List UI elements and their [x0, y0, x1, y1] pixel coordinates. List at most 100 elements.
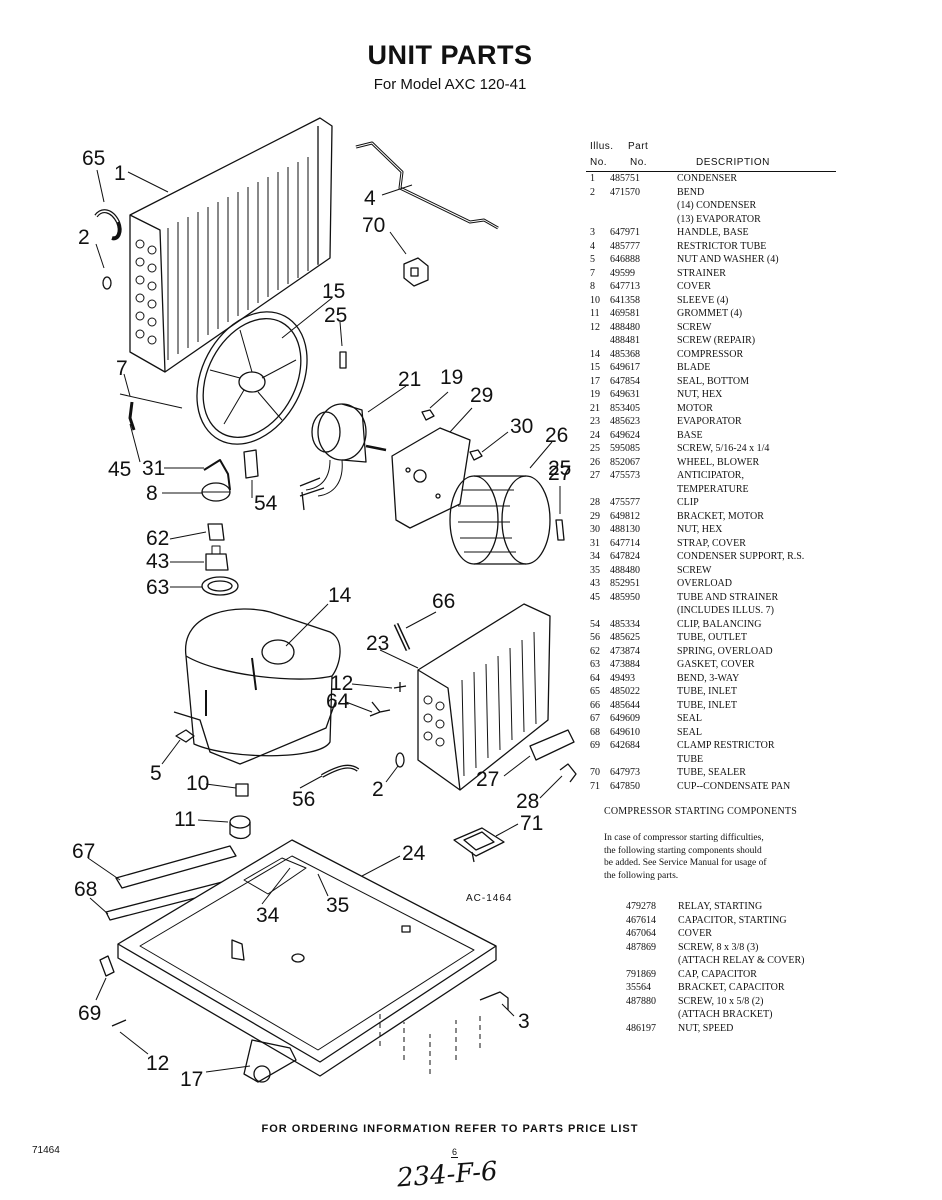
part-no: 485368: [610, 348, 640, 360]
description: SLEEVE (4): [677, 294, 729, 306]
callout-number: 27: [548, 462, 571, 485]
callout-number: 30: [510, 415, 533, 438]
description: SEAL: [677, 713, 702, 724]
illus-no: 2: [590, 186, 595, 198]
description: TUBE, INLET: [677, 699, 737, 711]
part-no: 485777: [610, 240, 640, 252]
callout-number: 10: [186, 772, 209, 795]
description: SPRING, OVERLOAD: [677, 645, 773, 657]
callout-number: 5: [150, 762, 162, 785]
description: SEAL: [677, 726, 702, 738]
ordering-info: FOR ORDERING INFORMATION REFER TO PARTS …: [261, 1123, 639, 1135]
fan-blade: [196, 311, 308, 445]
table-row: TEMPERATURE: [586, 483, 836, 497]
description: BRACKET, MOTOR: [677, 510, 764, 522]
callout-number: 23: [366, 632, 389, 655]
illus-no: 15: [590, 362, 600, 373]
callout-number: 12: [146, 1052, 169, 1075]
description: TUBE, SEALER: [677, 767, 746, 778]
table-row: TUBE: [586, 753, 836, 767]
illus-no: 4: [590, 240, 595, 252]
part-no: 479278: [626, 901, 656, 912]
description: COMPRESSOR: [677, 348, 744, 360]
part-no: 853405: [610, 402, 640, 414]
description: WHEEL, BLOWER: [677, 456, 760, 468]
part-no: 488130: [610, 524, 640, 535]
description: NUT AND WASHER (4): [677, 254, 779, 265]
illus-no: 23: [590, 416, 600, 427]
illus-no: 26: [590, 456, 600, 468]
description: CAP, CAPACITOR: [678, 968, 757, 980]
model-subtitle: For Model AXC 120-41: [373, 76, 527, 93]
callout-number: 26: [545, 424, 568, 447]
illus-no: 27: [590, 470, 600, 481]
callout-number: 7: [116, 357, 128, 380]
description: SCREW: [677, 321, 712, 333]
part-no: 469581: [610, 308, 640, 319]
part-no: 485644: [610, 699, 640, 711]
illus-no: 28: [590, 497, 600, 508]
callout-number: 31: [142, 457, 165, 480]
part-no: 488480: [610, 564, 640, 576]
starting-row: (ATTACH BRACKET): [604, 1008, 844, 1022]
callout-number: 63: [146, 576, 169, 599]
compressor: [173, 608, 341, 765]
header-part-no: No.: [630, 157, 648, 168]
illus-no: 5: [590, 254, 595, 265]
description: MOTOR: [677, 402, 713, 414]
illus-no: 65: [590, 686, 600, 697]
callout-number: 19: [440, 366, 463, 389]
illus-no: 11: [590, 308, 600, 319]
description: SCREW, 5/16-24 x 1/4: [677, 443, 770, 454]
part-no: 852951: [610, 578, 640, 589]
callout-number: 3: [518, 1010, 530, 1033]
description: CLAMP RESTRICTOR: [677, 740, 775, 751]
compressor-note: In case of compressor starting difficult…: [604, 832, 834, 882]
part-no: 647854: [610, 375, 640, 387]
table-row: 21 853405 MOTOR: [586, 402, 836, 416]
illus-no: 21: [590, 402, 600, 414]
illus-no: 35: [590, 564, 600, 576]
callout-number: 70: [362, 214, 385, 237]
callout-number: 62: [146, 527, 169, 550]
description: BLADE: [677, 362, 711, 373]
description: GROMMET (4): [677, 308, 743, 319]
part-no: 467064: [626, 928, 656, 939]
illus-no: 54: [590, 618, 600, 630]
illus-no: 63: [590, 659, 600, 670]
description: BRACKET, CAPACITOR: [678, 982, 785, 993]
part-no: 486197: [626, 1022, 656, 1034]
illus-no: 3: [590, 227, 595, 238]
part-no: 487880: [626, 995, 656, 1007]
callout-number: 8: [146, 482, 158, 505]
callout-number: 54: [254, 492, 278, 515]
illus-no: 1: [590, 173, 595, 184]
callout-number: 14: [328, 584, 352, 607]
part-no: 649610: [610, 726, 640, 738]
description: CONDENSER: [677, 173, 738, 184]
fan-motor: [305, 403, 387, 497]
table-row: 11 469581 GROMMET (4): [586, 307, 836, 321]
callout-number: 4: [364, 187, 376, 210]
description: OVERLOAD: [677, 578, 732, 589]
part-no: 473874: [610, 645, 640, 657]
part-no: 649609: [610, 713, 640, 724]
part-no: 485334: [610, 618, 640, 630]
header-rule: [586, 171, 836, 172]
part-no: 49599: [610, 267, 635, 279]
